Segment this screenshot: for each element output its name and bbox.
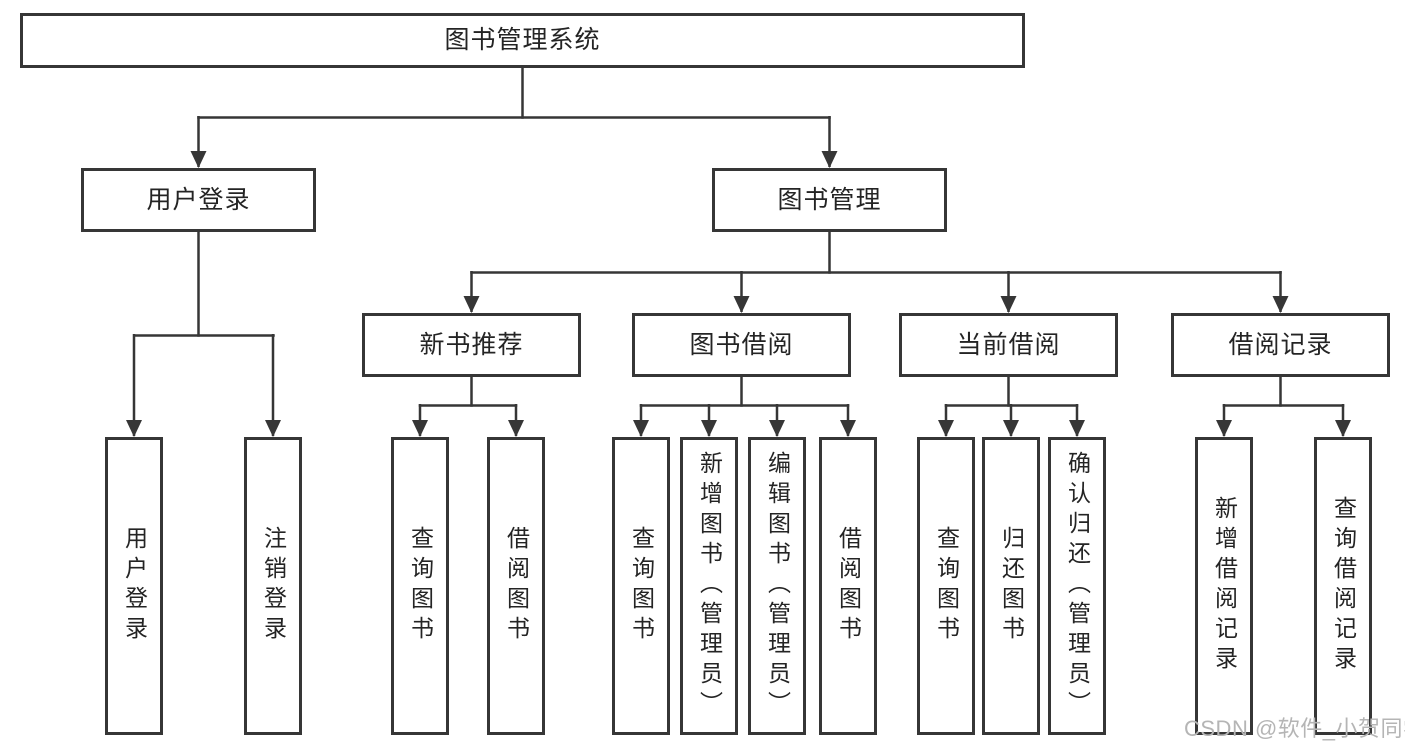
leaf-edit-book-admin: 编辑图书（管理员） bbox=[748, 437, 806, 735]
node-new-book-recommendation: 新书推荐 bbox=[362, 313, 581, 377]
leaf-query-books-current: 查询图书 bbox=[917, 437, 975, 735]
leaf-logout: 注销登录 bbox=[244, 437, 302, 735]
node-borrowing-records: 借阅记录 bbox=[1171, 313, 1390, 377]
leaf-add-borrow-record: 新增借阅记录 bbox=[1195, 437, 1253, 735]
leaf-borrow-books-borrowing: 借阅图书 bbox=[819, 437, 877, 735]
leaf-return-book: 归还图书 bbox=[982, 437, 1040, 735]
node-user-login: 用户登录 bbox=[81, 168, 316, 232]
watermark: CSDN @软件_小贺同学 bbox=[1184, 716, 1405, 741]
leaf-add-book-admin: 新增图书（管理员） bbox=[680, 437, 738, 735]
leaf-borrow-books-recommend: 借阅图书 bbox=[487, 437, 545, 735]
leaf-query-books-borrowing: 查询图书 bbox=[612, 437, 670, 735]
leaf-user-login: 用户登录 bbox=[105, 437, 163, 735]
connector-group bbox=[126, 68, 1351, 437]
node-book-borrowing: 图书借阅 bbox=[632, 313, 851, 377]
leaf-query-books-recommend: 查询图书 bbox=[391, 437, 449, 735]
leaf-query-borrow-record: 查询借阅记录 bbox=[1314, 437, 1372, 735]
node-root: 图书管理系统 bbox=[20, 13, 1025, 68]
node-book-management: 图书管理 bbox=[712, 168, 947, 232]
node-current-borrowing: 当前借阅 bbox=[899, 313, 1118, 377]
leaf-confirm-return-admin: 确认归还（管理员） bbox=[1048, 437, 1106, 735]
